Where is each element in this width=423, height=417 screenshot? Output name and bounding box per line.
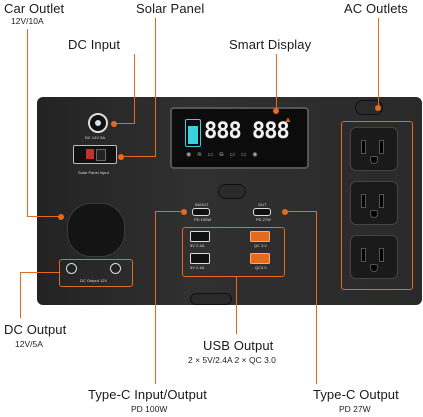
car-outlet-rating: 12V/10A xyxy=(11,16,44,26)
dc-output-rating: 12V/5A xyxy=(15,339,43,349)
typec-out-port xyxy=(253,208,271,216)
leader-typec-out-h xyxy=(287,211,317,213)
qc-port-2 xyxy=(250,253,270,264)
leader-dc-out-v xyxy=(20,272,22,318)
typec-io-title: Type-C Input/Output xyxy=(88,387,207,402)
leader-car-outlet-h xyxy=(27,216,62,218)
ac-outlet-3 xyxy=(350,235,398,279)
leader-solar-dot xyxy=(118,154,124,160)
leader-ac-dot xyxy=(375,105,381,111)
typec-io-port xyxy=(192,208,210,216)
leader-typec-out-dot xyxy=(282,209,288,215)
leader-typec-io-dot xyxy=(181,209,187,215)
warning-icon: ▲ xyxy=(284,115,292,124)
typec-io-label: IN/OUT xyxy=(195,202,209,207)
leader-ac-v xyxy=(378,18,380,109)
qc-2-label: QC3.0 xyxy=(255,265,267,270)
ac-outlet-1 xyxy=(350,127,398,171)
leader-solar-h xyxy=(120,156,156,158)
dc-output-port-right xyxy=(110,263,121,274)
ac-outlet-2 xyxy=(350,181,398,225)
leader-car-outlet xyxy=(27,29,29,216)
leader-dc-input-h xyxy=(113,123,135,125)
ac-outlets-frame xyxy=(341,121,413,290)
usb-output-rating: 2 × 5V/2.4A 2 × QC 3.0 xyxy=(188,355,276,365)
leader-display-v xyxy=(276,54,278,112)
typec-io-pd-label: PD 100W xyxy=(194,217,212,222)
usb-a-port-1 xyxy=(190,231,210,242)
typec-out-label: OUT xyxy=(258,202,267,207)
display-digits-right: 888 xyxy=(252,119,290,144)
dc-output-title: DC Output xyxy=(4,322,67,337)
leader-usb-v xyxy=(236,276,238,334)
leader-car-outlet-dot xyxy=(58,214,64,220)
display-digits-left: 888 xyxy=(204,119,242,144)
qc-1-label: QC 3.0 xyxy=(254,243,267,248)
qc-port-1 xyxy=(250,231,270,242)
dc-output-label: DC Output 12V xyxy=(80,278,108,283)
leader-dc-input-dot xyxy=(111,121,117,127)
usb-a-2-label: 5V 2.4A xyxy=(190,265,205,270)
panel-handle-bottom xyxy=(190,293,232,305)
car-outlet-title: Car Outlet xyxy=(4,1,65,16)
typec-io-rating: PD 100W xyxy=(131,404,168,414)
usb-output-frame xyxy=(182,227,285,277)
panel-handle-top-right xyxy=(355,100,383,115)
typec-out-title: Type-C Output xyxy=(313,387,399,402)
status-icons-row: ◉ ≋ ▭ ⊖ ▭ ▭ ◉ xyxy=(186,152,260,158)
panel-handle-middle xyxy=(218,184,246,199)
smart-display-title: Smart Display xyxy=(229,37,312,52)
usb-output-title: USB Output xyxy=(203,338,274,353)
leader-dc-input-v xyxy=(134,54,136,124)
smart-display-screen: 888 888 ▲ ◉ ≋ ▭ ⊖ ▭ ▭ ◉ xyxy=(170,107,309,169)
leader-display-dot xyxy=(273,108,279,114)
leader-dc-out-h xyxy=(20,272,60,274)
dc-input-port xyxy=(88,113,108,133)
battery-icon xyxy=(185,119,201,147)
ac-outlets-title: AC Outlets xyxy=(344,1,408,16)
leader-typec-io-v xyxy=(155,211,157,384)
dc-input-title: DC Input xyxy=(68,37,121,52)
dc-input-rating-label: DC 14V 5A xyxy=(85,135,106,140)
typec-out-pd-label: PD 27W xyxy=(256,217,271,222)
solar-input-port xyxy=(73,145,117,164)
solar-input-label: Solar Panel Input xyxy=(78,170,109,175)
car-outlet-socket xyxy=(67,203,125,257)
leader-solar-v xyxy=(155,18,157,157)
leader-typec-out-v xyxy=(316,211,318,384)
dc-output-port-left xyxy=(66,263,77,274)
typec-out-rating: PD 27W xyxy=(339,404,371,414)
usb-a-port-2 xyxy=(190,253,210,264)
usb-a-1-label: 5V 2.4A xyxy=(190,243,205,248)
leader-typec-io-h xyxy=(155,211,185,213)
solar-panel-title: Solar Panel xyxy=(136,1,205,16)
